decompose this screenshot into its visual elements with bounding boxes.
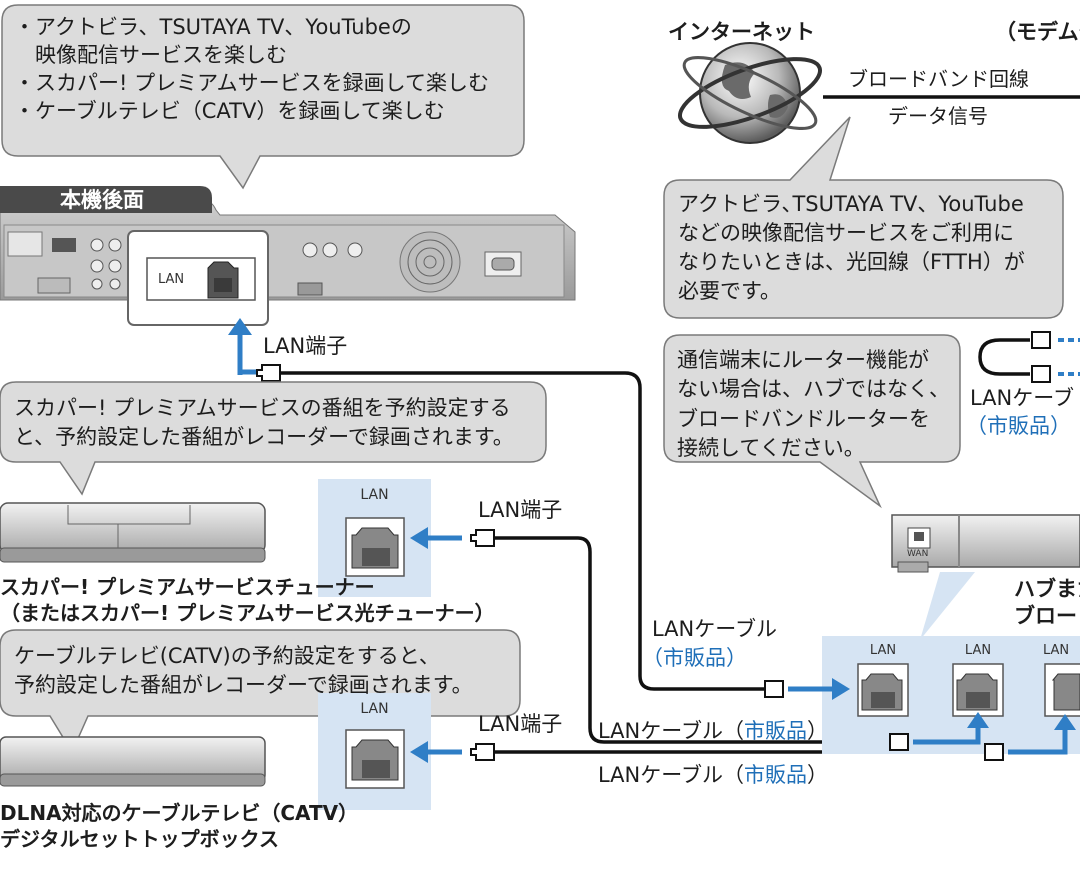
catv-bubble-line: 予約設定した番組がレコーダーで録画されます。 — [14, 673, 473, 698]
mid-cable-label: LANケーブル（市販品） — [598, 719, 828, 744]
top-bubble-line: ・ケーブルテレビ（CATV）を録画して楽しむ — [14, 98, 445, 123]
data-signal-label: データ信号 — [888, 104, 988, 128]
hub-device — [891, 514, 1080, 573]
router-bubble-line: ない場合は、ハブではなく、 — [677, 377, 950, 402]
hub-port-label: LAN — [869, 643, 897, 658]
catv-bubble-text: ケーブルテレビ(CATV)の予約設定をすると、 予約設定した番組がレコーダーで録… — [14, 642, 473, 701]
ftth-bubble-line: 必要です。 — [678, 278, 781, 303]
tuner-name-line: スカパー! プレミアムサービスチューナー — [0, 575, 375, 599]
router-bubble-shape — [663, 334, 961, 509]
hub-port-label: LAN — [964, 643, 992, 658]
hub-name-line: ブロード — [1014, 604, 1080, 629]
catv-name: DLNA対応のケーブルテレビ（CATV） デジタルセットトップボックス — [0, 800, 358, 852]
skyperfect-bubble-line: と、予約設定した番組がレコーダーで録画されます。 — [14, 425, 514, 450]
catv-plug-icon — [470, 743, 495, 761]
hub-plug-3 — [984, 714, 1076, 761]
right-cable-label: LANケーブ — [970, 386, 1074, 410]
bottom-cable-suffix: ） — [807, 763, 828, 787]
skyperfect-bubble-line: スカパー! プレミアムサービスの番組を予約設定する — [14, 396, 511, 420]
internet-globe-icon — [677, 42, 823, 144]
ftth-bubble-text: アクトビラ､TSUTAYA TV、YouTube などの映像配信サービスをご利用… — [678, 190, 1025, 306]
right-loop-cable — [978, 331, 1080, 383]
hub-plug-1 — [764, 678, 850, 700]
hub-panel-tail — [920, 572, 975, 640]
recorder-plug-icon — [256, 364, 281, 382]
recorder-lan-jack — [207, 261, 239, 299]
hub-plug-2 — [889, 712, 989, 751]
catv-lan-jack — [345, 729, 405, 789]
top-bubble-text: ・アクトビラ、TSUTAYA TV、YouTubeの 映像配信サービスを楽しむ … — [14, 14, 489, 126]
mid-cable-sold: 市販品 — [744, 719, 807, 743]
top-bubble-line: 映像配信サービスを楽しむ — [14, 42, 287, 67]
tuner-lan-terminal-label: LAN端子 — [478, 498, 563, 522]
catv-name-line: DLNA対応のケーブルテレビ（CATV） — [0, 801, 359, 825]
hub-port-label: LAN — [1043, 643, 1070, 658]
left-cable-sold: （市販品） — [642, 646, 747, 670]
hub-name: ハブまた ブロード — [1014, 576, 1080, 631]
catv-lan-port-label: LAN — [360, 701, 389, 717]
skyperfect-bubble-shape — [0, 381, 547, 496]
catv-bubble-shape — [0, 629, 521, 754]
tuner-lan-jack — [345, 517, 405, 577]
ftth-bubble-line: なりたいときは、光回線（FTTH）が — [678, 249, 1025, 274]
catv-device — [0, 736, 266, 787]
cable-tuner — [494, 536, 890, 744]
top-bubble-shape — [1, 4, 525, 190]
rear-panel-title: 本機後面 — [60, 188, 144, 212]
tuner-name-line: （またはスカパー! プレミアムサービス光チューナー） — [0, 601, 495, 625]
mid-cable-prefix: LANケーブル（ — [598, 719, 744, 743]
tuner-plug-icon — [470, 529, 495, 547]
hub-lan-jack-1 — [857, 663, 909, 717]
broadband-line-label: ブロードバンド回線 — [848, 67, 1029, 91]
skyperfect-bubble-text: スカパー! プレミアムサービスの番組を予約設定する と、予約設定した番組がレコー… — [14, 394, 514, 453]
left-cable-label: LANケーブル — [652, 617, 777, 641]
router-bubble-text: 通信端末にルーター機能が ない場合は、ハブではなく、 ブロードバンドルーターを … — [677, 346, 950, 464]
top-bubble-line: ・アクトビラ、TSUTAYA TV、YouTubeの — [14, 15, 412, 39]
rear-panel-title-tab — [0, 186, 212, 213]
ftth-bubble-line: アクトビラ､TSUTAYA TV、YouTube — [678, 192, 1024, 216]
hub-lan-jack-3 — [1044, 663, 1080, 717]
recorder-lan-terminal-label: LAN端子 — [263, 334, 348, 358]
hub-lan-jack-2 — [952, 663, 1004, 717]
cable-recorder — [280, 371, 765, 691]
ftth-bubble-shape — [663, 116, 1064, 319]
hub-wan-label: WAN — [907, 549, 929, 559]
ftth-bubble-line: などの映像配信サービスをご利用に — [678, 220, 1014, 245]
bottom-cable-sold: 市販品 — [744, 763, 807, 787]
hub-name-line: ハブまた — [1014, 577, 1080, 601]
recorder-rear-panel — [0, 200, 576, 301]
tuner-name: スカパー! プレミアムサービスチューナー （またはスカパー! プレミアムサービス… — [0, 574, 495, 626]
top-bubble-line: ・スカパー! プレミアムサービスを録画して楽しむ — [14, 70, 489, 95]
bottom-cable-prefix: LANケーブル（ — [598, 763, 744, 787]
mid-cable-suffix: ） — [807, 719, 828, 743]
router-bubble-line: 接続してください。 — [677, 436, 865, 461]
router-bubble-line: ブロードバンドルーターを — [677, 406, 931, 431]
right-cable-sold: （市販品） — [966, 414, 1071, 438]
catv-bubble-line: ケーブルテレビ(CATV)の予約設定をすると、 — [14, 644, 440, 668]
router-bubble-line: 通信端末にルーター機能が — [677, 348, 929, 372]
tuner-lan-port-label: LAN — [360, 487, 389, 503]
tuner-device — [0, 502, 266, 563]
modem-label: （モデムや — [995, 20, 1080, 44]
lan-zoom-box — [127, 230, 269, 326]
internet-label: インターネット — [668, 20, 815, 44]
rear-lan-port-label: LAN — [158, 272, 185, 287]
bottom-cable-label: LANケーブル（市販品） — [598, 763, 828, 788]
catv-lan-terminal-label: LAN端子 — [478, 712, 563, 736]
catv-name-line: デジタルセットトップボックス — [0, 827, 279, 851]
